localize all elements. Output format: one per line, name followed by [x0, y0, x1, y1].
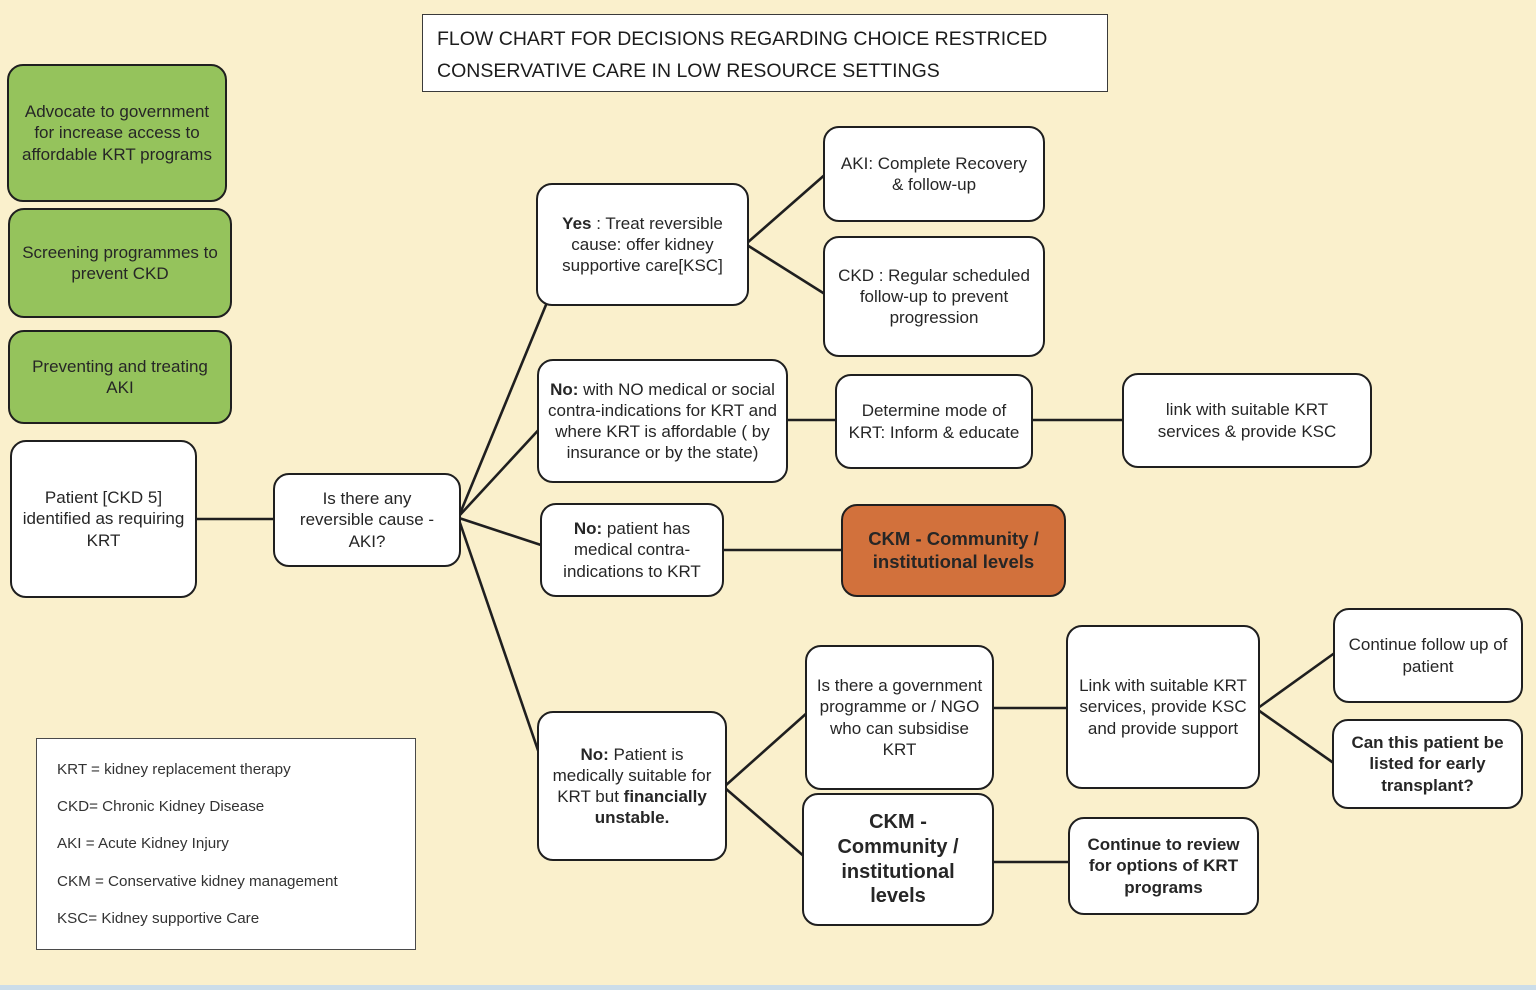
chart-title: FLOW CHART FOR DECISIONS REGARDING CHOIC… — [422, 14, 1108, 92]
node-early-transplant: Can this patient be listed for early tra… — [1332, 719, 1523, 809]
edge-linksupport-followup — [1257, 650, 1337, 710]
node-link-krt-ksc-label: link with suitable KRT services & provid… — [1157, 400, 1337, 441]
edge-nofinancial-ckmwhite — [724, 787, 807, 859]
node-patient-ckd5-label: Patient [CKD 5] identified as requiring … — [22, 488, 185, 550]
node-early-transplant-label: Can this patient be listed for early tra… — [1351, 733, 1504, 795]
edge-linksupport-transplant — [1257, 708, 1336, 766]
node-no-financial-bold: financially unstable. — [594, 787, 707, 828]
action-screening-programmes: Screening programmes to prevent CKD — [8, 208, 232, 318]
node-aki-recovery: AKI: Complete Recovery & follow-up — [823, 126, 1045, 222]
node-no-medical-prefix: No: — [573, 519, 603, 539]
chart-title-line1: FLOW CHART FOR DECISIONS REGARDING CHOIC… — [437, 28, 1048, 50]
node-yes-rest: : Treat reversible cause: offer kidney s… — [562, 213, 723, 276]
node-link-support-label: Link with suitable KRT services, provide… — [1079, 676, 1247, 738]
legend-item-aki: AKI = Acute Kidney Injury — [57, 835, 229, 853]
node-link-support: Link with suitable KRT services, provide… — [1066, 625, 1260, 789]
node-gov-programme-label: Is there a government programme or / NGO… — [816, 676, 983, 759]
node-ckm-orange-label: CKM - Community / institutional levels — [868, 527, 1039, 572]
node-ckd-followup-label: CKD : Regular scheduled follow-up to pre… — [838, 265, 1030, 328]
action-advocate-government-label: Advocate to government for increase acce… — [22, 102, 212, 164]
node-no-financial-prefix: No: — [580, 744, 609, 764]
node-no-financial-mid: Patient is medically suitable for KRT bu… — [552, 744, 712, 806]
node-review-krt-programs: Continue to review for options of KRT pr… — [1068, 817, 1259, 915]
node-ckd-followup: CKD : Regular scheduled follow-up to pre… — [823, 236, 1045, 357]
node-review-krt-programs-label: Continue to review for options of KRT pr… — [1087, 835, 1240, 897]
legend-item-ckd: CKD= Chronic Kidney Disease — [57, 798, 265, 816]
node-ckm-white: CKM - Community / institutional levels — [802, 793, 994, 926]
node-gov-programme: Is there a government programme or / NGO… — [805, 645, 994, 790]
legend-item-ckm: CKM = Conservative kidney management — [57, 872, 338, 890]
node-reversible-question: Is there any reversible cause - AKI? — [273, 473, 461, 567]
bottom-strip — [0, 985, 1536, 990]
edge-question-no-financial — [457, 519, 544, 763]
node-reversible-question-label: Is there any reversible cause - AKI? — [299, 489, 435, 551]
node-no-medical-contraindications: No: patient has medical contra-indicatio… — [540, 503, 724, 597]
edge-question-yes — [457, 299, 550, 517]
legend-item-ksc: KSC= Kidney supportive Care — [57, 909, 260, 927]
edge-question-no-medical — [458, 516, 545, 548]
legend-item-krt: KRT = kidney replacement therapy — [57, 761, 291, 779]
node-no-affordable-label: No: with NO medical or social contra-ind… — [548, 379, 777, 463]
node-ckm-white-label: CKM - Community / institutional levels — [837, 810, 959, 908]
node-yes-prefix: Yes — [562, 213, 592, 233]
node-link-krt-ksc: link with suitable KRT services & provid… — [1122, 373, 1372, 468]
node-patient-ckd5: Patient [CKD 5] identified as requiring … — [10, 440, 197, 598]
chart-title-line2: CONSERVATIVE CARE IN LOW RESOURCE SETTIN… — [437, 59, 940, 82]
node-aki-recovery-label: AKI: Complete Recovery & follow-up — [840, 153, 1028, 194]
edge-yes-ckd — [746, 243, 829, 298]
node-no-financially-unstable: No: Patient is medically suitable for KR… — [537, 711, 727, 861]
node-no-medical-label: No: patient has medical contra-indicatio… — [551, 518, 713, 581]
action-preventing-aki: Preventing and treating AKI — [8, 330, 232, 424]
node-no-financial-label: No: Patient is medically suitable for KR… — [548, 744, 716, 828]
node-determine-mode-label: Determine mode of KRT: Inform & educate — [848, 401, 1020, 442]
node-continue-followup: Continue follow up of patient — [1333, 608, 1523, 703]
legend: KRT = kidney replacement therapy CKD= Ch… — [36, 738, 416, 950]
node-no-affordable-rest: with NO medical or social contra-indicat… — [548, 379, 777, 463]
node-continue-followup-label: Continue follow up of patient — [1348, 635, 1508, 676]
node-yes-treat-reversible: Yes : Treat reversible cause: offer kidn… — [536, 183, 749, 306]
node-yes-treat-reversible-label: Yes : Treat reversible cause: offer kidn… — [547, 213, 738, 276]
node-no-affordable-prefix: No: — [550, 379, 579, 399]
action-preventing-aki-label: Preventing and treating AKI — [32, 356, 208, 397]
edge-question-no-affordable — [458, 423, 545, 517]
action-advocate-government: Advocate to government for increase acce… — [7, 64, 227, 202]
node-ckm-orange: CKM - Community / institutional levels — [841, 504, 1066, 597]
node-no-medical-rest: patient has medical contra-indications t… — [563, 519, 701, 581]
node-determine-mode: Determine mode of KRT: Inform & educate — [835, 374, 1033, 469]
action-screening-programmes-label: Screening programmes to prevent CKD — [22, 242, 218, 283]
edge-yes-aki — [746, 171, 829, 244]
edge-nofinancial-gov — [724, 711, 809, 787]
node-no-affordable: No: with NO medical or social contra-ind… — [537, 359, 788, 483]
